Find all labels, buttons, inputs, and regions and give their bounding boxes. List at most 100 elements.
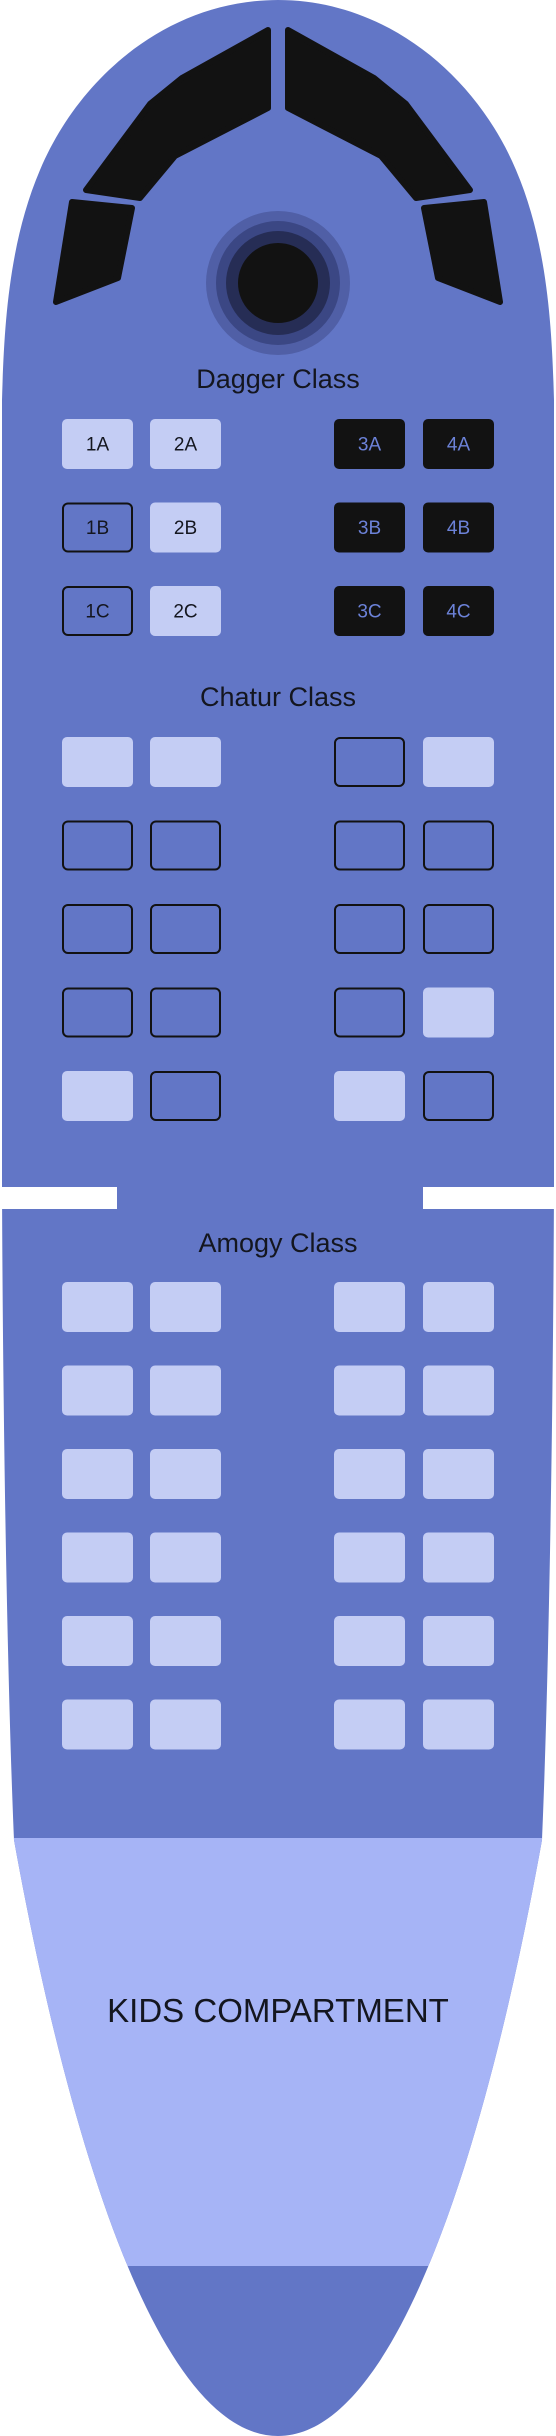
seat-label: 2B (174, 518, 197, 539)
dagger-seat-2c[interactable]: 2C (150, 586, 221, 636)
chatur-seat-r1c5[interactable] (423, 737, 494, 787)
seat-shape (62, 1532, 133, 1583)
seat-shape (150, 737, 221, 787)
seat-shape (150, 1616, 221, 1666)
seat-label: 1A (86, 435, 110, 456)
amogy-seat-r3c2[interactable] (150, 1449, 221, 1499)
amogy-seat-r4c5[interactable] (423, 1532, 494, 1583)
chatur-seat-r1c4[interactable] (334, 737, 405, 787)
amogy-seat-r5c5[interactable] (423, 1616, 494, 1666)
seat-shape (150, 586, 221, 636)
chatur-seat-r2c4[interactable] (334, 820, 405, 871)
dagger-seat-4b[interactable]: 4B (423, 502, 494, 553)
dagger-seat-3c[interactable]: 3C (334, 586, 405, 636)
seat-shape (62, 1071, 133, 1121)
amogy-seat-r5c1[interactable] (62, 1616, 133, 1666)
amogy-seat-r1c1[interactable] (62, 1282, 133, 1332)
seat-shape (62, 1616, 133, 1666)
amogy-seat-r1c5[interactable] (423, 1282, 494, 1332)
amogy-seat-grid (62, 1282, 494, 1750)
amogy-seat-r6c2[interactable] (150, 1699, 221, 1750)
chatur-seat-r4c2[interactable] (150, 987, 221, 1038)
dagger-seat-2b[interactable]: 2B (150, 502, 221, 553)
seat-shape (423, 1532, 494, 1583)
amogy-seat-r1c4[interactable] (334, 1282, 405, 1332)
chatur-seat-r3c5[interactable] (423, 904, 494, 954)
amogy-seat-r3c5[interactable] (423, 1449, 494, 1499)
dagger-seat-3a[interactable]: 3A (334, 419, 405, 469)
seat-label: 2C (173, 602, 197, 623)
amogy-seat-r5c2[interactable] (150, 1616, 221, 1666)
seat-shape (62, 1365, 133, 1416)
amogy-seat-r6c4[interactable] (334, 1699, 405, 1750)
cockpit-window-left-upper (83, 27, 271, 201)
seat-shape (150, 419, 221, 469)
dagger-seat-1c[interactable]: 1C (62, 586, 133, 636)
dagger-seat-4a[interactable]: 4A (423, 419, 494, 469)
dagger-seat-1b[interactable]: 1B (62, 502, 133, 553)
amogy-seat-r4c2[interactable] (150, 1532, 221, 1583)
amogy-seat-r6c1[interactable] (62, 1699, 133, 1750)
seat-shape (150, 502, 221, 553)
chatur-seat-r3c2[interactable] (150, 904, 221, 954)
dagger-seat-4c[interactable]: 4C (423, 586, 494, 636)
chatur-seat-r2c2[interactable] (150, 820, 221, 871)
seat-label: 4C (446, 602, 470, 623)
cockpit-window-left-lower (53, 199, 135, 305)
chatur-seat-r5c4[interactable] (334, 1071, 405, 1121)
dagger-seat-2a[interactable]: 2A (150, 419, 221, 469)
seat-label: 2A (174, 435, 198, 456)
amogy-seat-r4c1[interactable] (62, 1532, 133, 1583)
seat-shape (423, 1616, 494, 1666)
seat-shape (62, 1699, 133, 1750)
amogy-seat-r6c5[interactable] (423, 1699, 494, 1750)
chatur-seat-r1c2[interactable] (150, 737, 221, 787)
chatur-seat-r4c5[interactable] (423, 987, 494, 1038)
seat-shape (334, 1282, 405, 1332)
seat-shape (423, 419, 494, 469)
chatur-seat-r5c1[interactable] (62, 1071, 133, 1121)
seat-shape (423, 502, 494, 553)
seat-shape (334, 1616, 405, 1666)
amogy-seat-r3c4[interactable] (334, 1449, 405, 1499)
chatur-seat-r5c2[interactable] (150, 1071, 221, 1121)
amogy-seat-r4c4[interactable] (334, 1532, 405, 1583)
seat-shape (423, 737, 494, 787)
dagger-seat-grid: 1A 2A 3A 4A 1B 2B 3B 4B 1C 2C 3C 4C (62, 419, 494, 636)
seat-shape (62, 987, 133, 1038)
dagger-seat-1a[interactable]: 1A (62, 419, 133, 469)
dagger-seat-3b[interactable]: 3B (334, 502, 405, 553)
amogy-seat-r1c2[interactable] (150, 1282, 221, 1332)
seat-shape (150, 1365, 221, 1416)
seat-label: 3C (357, 602, 381, 623)
amogy-seat-r2c4[interactable] (334, 1365, 405, 1416)
amogy-seat-r2c5[interactable] (423, 1365, 494, 1416)
seat-shape (423, 1449, 494, 1499)
seat-shape (423, 987, 494, 1038)
chatur-seat-r4c4[interactable] (334, 987, 405, 1038)
seat-shape (334, 1071, 405, 1121)
seat-shape (423, 1699, 494, 1750)
amogy-seat-r5c4[interactable] (334, 1616, 405, 1666)
seat-shape (334, 1699, 405, 1750)
chatur-seat-r2c1[interactable] (62, 820, 133, 871)
chatur-seat-r3c4[interactable] (334, 904, 405, 954)
chatur-seat-r5c5[interactable] (423, 1071, 494, 1121)
chatur-seat-r2c5[interactable] (423, 820, 494, 871)
chatur-seat-r1c1[interactable] (62, 737, 133, 787)
seat-shape (423, 1365, 494, 1416)
chatur-seat-r3c1[interactable] (62, 904, 133, 954)
seat-shape (62, 419, 133, 469)
seat-label: 3A (358, 435, 382, 456)
amogy-seat-r2c1[interactable] (62, 1365, 133, 1416)
seat-shape (334, 1532, 405, 1583)
kids-compartment-area (2, 1838, 554, 2266)
seat-shape (334, 987, 405, 1038)
amogy-seat-r2c2[interactable] (150, 1365, 221, 1416)
amogy-seat-r3c1[interactable] (62, 1449, 133, 1499)
seat-label: 4B (447, 518, 470, 539)
chatur-seat-r4c1[interactable] (62, 987, 133, 1038)
seat-shape (150, 1282, 221, 1332)
